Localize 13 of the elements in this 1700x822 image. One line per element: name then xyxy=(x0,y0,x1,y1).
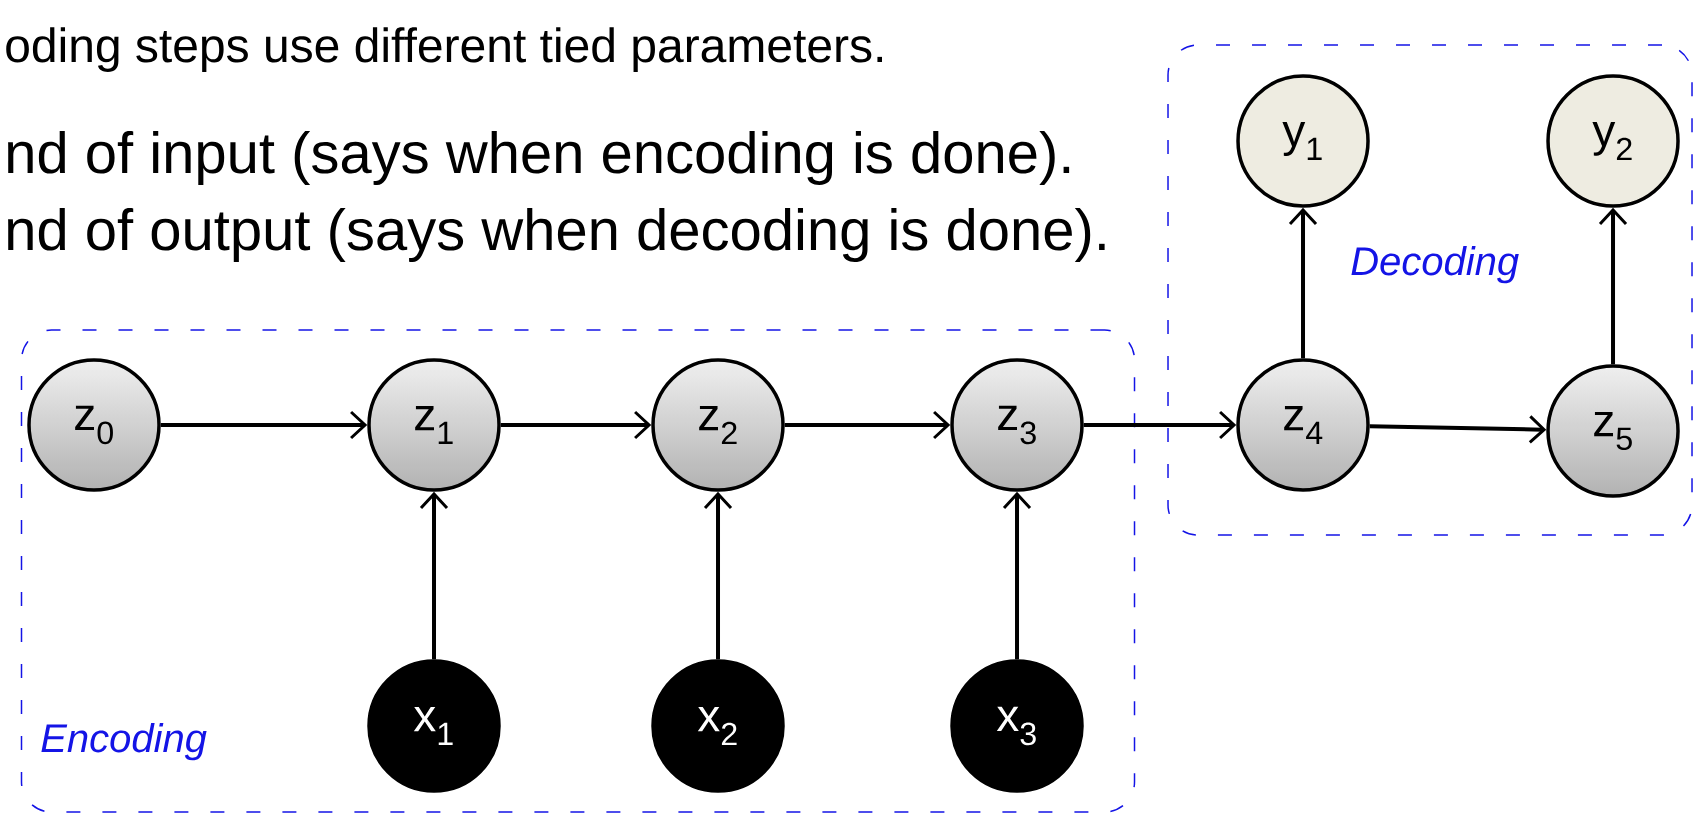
arrow xyxy=(419,491,449,660)
arrow xyxy=(784,410,951,440)
arrow xyxy=(160,410,368,440)
arrow xyxy=(1002,491,1032,660)
text-line: nd of output (says when decoding is done). xyxy=(8,207,1105,263)
arrow xyxy=(500,410,652,440)
arrow xyxy=(1083,410,1237,440)
arrow xyxy=(1369,415,1547,444)
arrow xyxy=(1598,207,1628,365)
arrow xyxy=(1288,207,1318,359)
arrow xyxy=(703,491,733,660)
text-line: oding steps use different tied parameters. xyxy=(6,27,882,72)
text-line: nd of input (says when encoding is done). xyxy=(8,130,1070,186)
